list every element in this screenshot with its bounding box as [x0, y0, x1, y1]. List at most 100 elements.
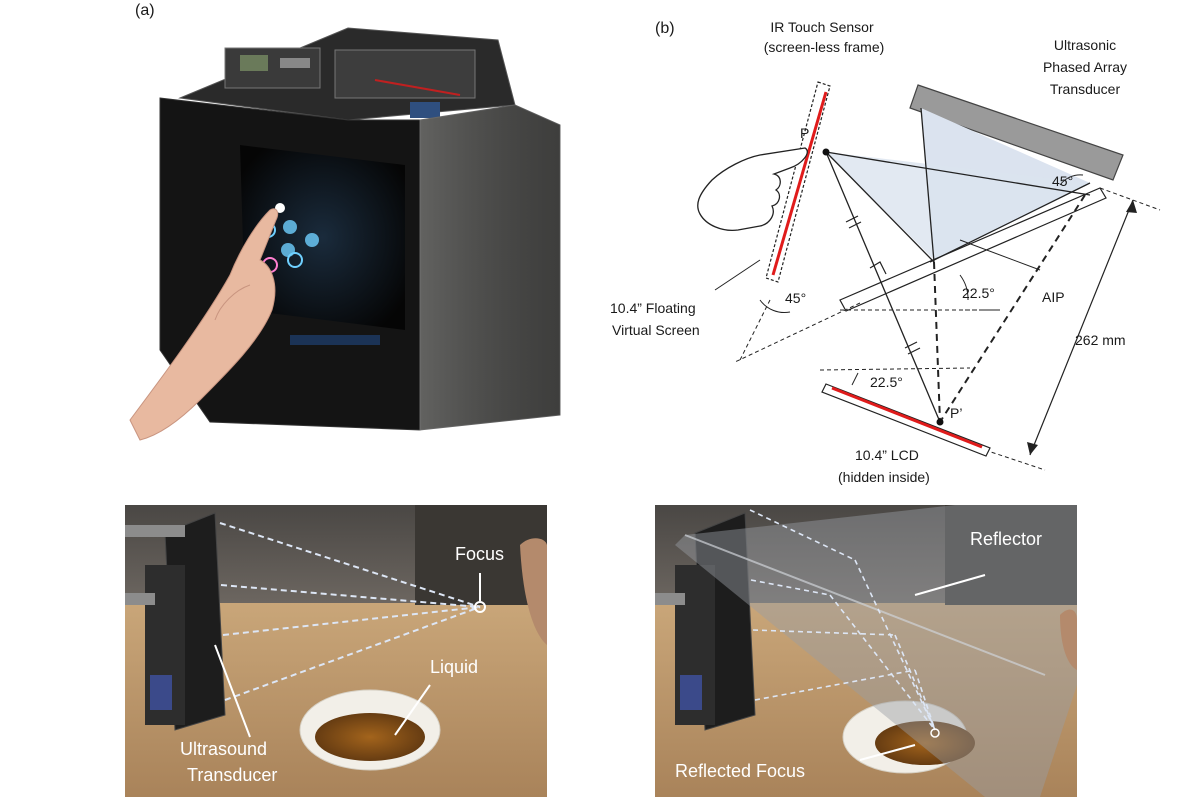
beam-4a — [754, 669, 916, 701]
screen-icon-2 — [305, 233, 319, 247]
cabinet-side-shade — [420, 105, 560, 430]
arc-45-top — [1059, 174, 1084, 186]
ir-sensor-frame — [765, 81, 831, 283]
label-virtual-screen-2: Virtual Screen — [612, 322, 700, 338]
panel-b-label: (b) — [655, 20, 675, 37]
label-transducer-2: Phased Array — [1043, 59, 1127, 75]
distance-arrow-bottom — [1027, 442, 1038, 455]
ray-p-to-corner — [825, 151, 1091, 196]
ray-p-to-pprime — [825, 151, 941, 423]
screen-icon-1 — [283, 220, 297, 234]
device-photo — [129, 27, 561, 441]
point-p-prime — [936, 418, 944, 426]
right-angle-marker — [869, 261, 887, 275]
dark-background — [945, 505, 1077, 605]
label-transducer-2: Transducer — [187, 765, 277, 785]
helper-left-diag — [734, 302, 861, 363]
leader-aip — [959, 239, 1041, 271]
component-green — [240, 55, 268, 71]
floating-screen-area — [240, 145, 405, 330]
hand-right — [520, 538, 547, 645]
label-liquid: Liquid — [430, 657, 478, 677]
label-point-p-prime: P’ — [950, 405, 962, 421]
tick-upper-1 — [845, 215, 859, 223]
label-angle-45-left: 45° — [785, 290, 806, 306]
ray-corner-to-aip — [929, 182, 1091, 263]
arc-22-lower — [851, 372, 859, 386]
ultrasound-reflect-region — [826, 152, 1090, 260]
photo-focus-demo: Focus Liquid Ultrasound Transducer — [125, 505, 547, 797]
label-angle-45-top: 45° — [1052, 173, 1073, 189]
hand-crease — [214, 284, 251, 321]
panel-a-label: (a) — [135, 2, 155, 19]
label-transducer-3: Transducer — [1050, 81, 1121, 97]
beam-2b — [829, 594, 936, 731]
arc-45-left — [759, 299, 791, 313]
tick-upper-2 — [848, 221, 862, 229]
label-ir-sensor-1: IR Touch Sensor — [770, 19, 874, 35]
leader-reflector — [914, 574, 986, 596]
helper-bottom-right — [984, 449, 1046, 471]
screen-icon-gear — [287, 252, 303, 268]
leader-virtual-screen — [714, 259, 761, 291]
aip-plate — [839, 187, 1107, 312]
reflected-focus-point — [930, 728, 940, 738]
mount-rod-bottom — [125, 593, 155, 605]
hand-right — [1060, 609, 1077, 670]
label-virtual-screen-1: 10.4” Floating — [610, 300, 696, 316]
label-transducer-1: Ultrasound — [180, 739, 267, 759]
label-reflected-focus: Reflected Focus — [675, 761, 805, 781]
red-wire — [374, 79, 461, 96]
lcd-glow — [290, 335, 380, 345]
component-blue — [410, 102, 440, 118]
beam-2a — [750, 579, 831, 596]
point-p — [822, 148, 830, 156]
photo-reflected-focus: Reflector Reflected Focus — [655, 505, 1077, 797]
tick-lower-2 — [907, 347, 921, 355]
mount-rod — [655, 593, 685, 605]
liquid — [315, 713, 425, 761]
distance-arrow-top — [1126, 200, 1137, 213]
transducer-block — [909, 84, 1124, 181]
label-ir-sensor-2: (screen-less frame) — [764, 39, 885, 55]
beam-3b — [894, 634, 936, 731]
label-angle-22-lower: 22.5° — [870, 374, 903, 390]
label-transducer-1: Ultrasonic — [1054, 37, 1116, 53]
tick-lower-1 — [904, 341, 918, 349]
finger-outline — [697, 147, 808, 231]
leader-transducer — [214, 644, 251, 738]
lcd-red-line — [831, 386, 983, 449]
virtual-screen-line — [771, 91, 828, 276]
label-focus: Focus — [455, 544, 504, 564]
transducer-battery — [680, 675, 702, 710]
beam-1a — [749, 509, 856, 561]
reflector-edge — [684, 534, 1046, 676]
arc-22-upper — [959, 274, 969, 301]
helper-top-right — [1099, 187, 1161, 211]
beam-4 — [224, 606, 481, 701]
component-grey — [280, 58, 310, 68]
distance-line — [1029, 199, 1134, 456]
helper-left-down — [739, 299, 771, 361]
dashed-corner-to-pprime — [939, 194, 1086, 423]
leader-reflected-focus — [859, 744, 916, 761]
beam-2 — [220, 584, 481, 608]
ray-p-to-aip — [825, 151, 935, 263]
label-reflector: Reflector — [970, 529, 1042, 549]
optical-diagram: IR Touch Sensor (screen-less frame) Ultr… — [610, 19, 1161, 485]
beam-3 — [222, 606, 481, 636]
label-angle-22-upper: 22.5° — [962, 285, 995, 301]
beam-3a — [752, 629, 896, 636]
beam-1b — [854, 559, 936, 731]
beam-4b — [914, 669, 936, 731]
label-lcd-2: (hidden inside) — [838, 469, 930, 485]
helper-lcd-horizontal — [819, 367, 971, 371]
beam-1 — [219, 522, 481, 608]
hand — [129, 208, 279, 441]
ray-transducer-to-aip — [920, 107, 935, 263]
electronics-board-right — [334, 49, 476, 99]
screen-cursor-icon — [275, 203, 285, 213]
label-lcd-1: 10.4” LCD — [855, 447, 919, 463]
dashed-aip-to-pprime — [933, 261, 941, 423]
focus-point — [474, 601, 486, 613]
